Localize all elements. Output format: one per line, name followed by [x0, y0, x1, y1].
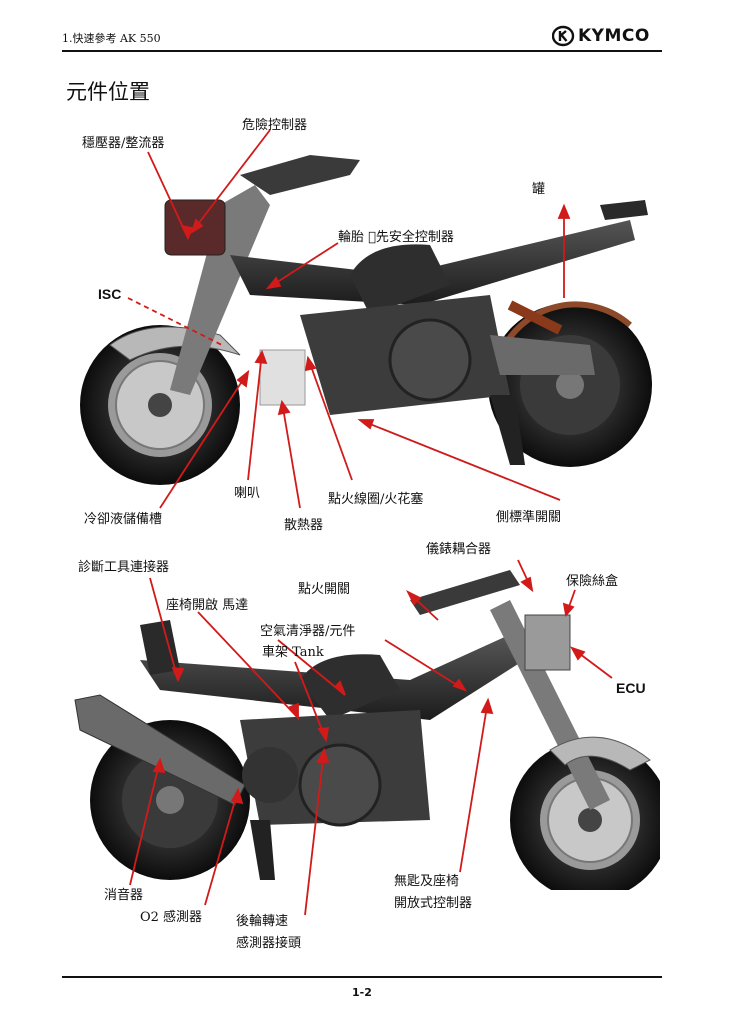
- callout-fuse-box: 保險絲盒: [566, 574, 619, 589]
- motorcycle-photo-top: [80, 155, 652, 485]
- front-wheel-bottom: [510, 740, 660, 890]
- callout-coolant-reservoir: 冷卻液儲備槽: [84, 512, 163, 527]
- callout-frame-tank: 車架 Tank: [262, 645, 324, 660]
- callout-isc: ISC: [98, 286, 122, 302]
- callout-o2-sensor: O2 感測器: [140, 910, 203, 925]
- callout-rear-wheel-speed-line2: 感測器接頭: [236, 936, 302, 951]
- brand-name: KYMCO: [578, 26, 650, 46]
- callout-air-cleaner-element: 空氣清淨器/元件: [260, 624, 356, 639]
- footer-rule: [62, 976, 662, 978]
- kymco-logo: KYMCO: [551, 24, 662, 48]
- callout-rear-wheel-speed-line1: 後輪轉速: [236, 914, 289, 929]
- callout-seat-opener-motor: 座椅開啟 馬達: [166, 598, 249, 613]
- kymco-logo-icon: [551, 25, 575, 47]
- callout-horn: 喇叭: [234, 486, 261, 501]
- callout-tire-pressure-controller: 輪胎 󰛀先安全控制器: [338, 230, 454, 245]
- callout-canister: 罐: [532, 182, 546, 197]
- callout-radiator: 散熱器: [284, 518, 324, 533]
- callout-keyless-line1: 無匙及座椅: [394, 874, 460, 889]
- header-section-title: 1.快速參考 AK 550: [62, 32, 161, 45]
- callout-ignition-switch: 點火開關: [298, 582, 351, 597]
- page-title: 元件位置: [66, 80, 150, 104]
- callout-ignition-coil-spark-plug: 點火線圈/火花塞: [328, 492, 424, 507]
- callout-side-stand-switch: 側標準開關: [496, 510, 562, 525]
- callout-ecu: ECU: [616, 680, 646, 696]
- callout-muffler: 消音器: [104, 888, 144, 903]
- callout-meter-coupler: 儀錶耦合器: [426, 542, 492, 557]
- motorcycle-photo-bottom: [74, 570, 660, 890]
- callout-regulator-rectifier: 穩壓器/整流器: [82, 136, 165, 151]
- callout-hazard-controller: 危險控制器: [242, 118, 308, 133]
- callout-diagnostic-connector: 診斷工具連接器: [78, 560, 170, 575]
- header-rule: [62, 50, 662, 52]
- callout-keyless-line2: 開放式控制器: [394, 896, 473, 911]
- page-number: 1-2: [352, 986, 372, 999]
